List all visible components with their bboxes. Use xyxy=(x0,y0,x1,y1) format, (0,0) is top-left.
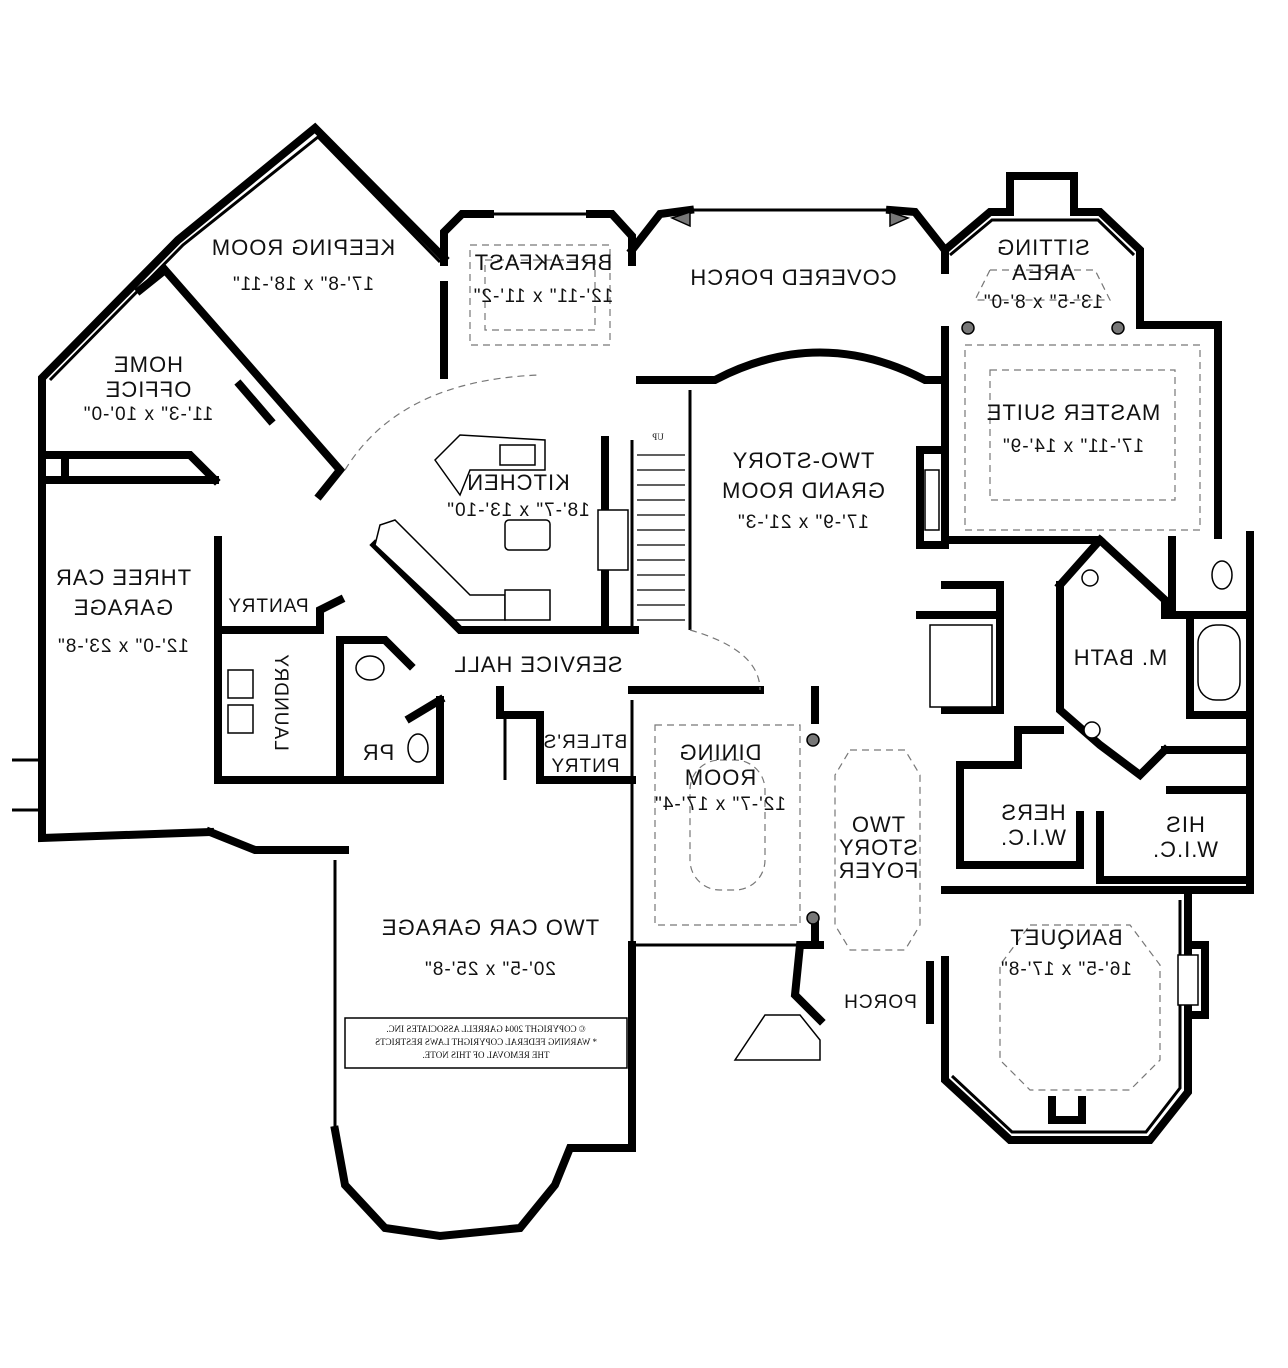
ceiling-details xyxy=(344,244,1201,1091)
dining-room-label-1: DINING xyxy=(679,740,762,765)
copyright-line-2: * WARNING FEDERAL COPYRIGHT LAWS RESTRIC… xyxy=(375,1037,597,1047)
banquet-label: BANQUET xyxy=(1009,925,1122,950)
foyer-label-3: FOYER xyxy=(838,858,919,883)
his-wic-label-1: HIS xyxy=(1165,812,1205,837)
porch-label: PORCH xyxy=(843,992,917,1013)
two-car-garage-label: TWO CAR GARAGE xyxy=(381,915,599,940)
butlers-pantry-label-2: PNTRY xyxy=(550,756,619,777)
copyright-line-1: © COPYRIGHT 2004 GARRELL ASSOCIATES INC. xyxy=(386,1024,585,1034)
room-labels: KEEPING ROOM 17'-8" x 18'-11" BREAKFAST … xyxy=(55,235,1218,1069)
pr-label: PR xyxy=(362,740,395,765)
interior-walls xyxy=(38,264,1254,949)
breakfast-label: BREAKFAST xyxy=(474,250,613,275)
home-office-label-1: HOME xyxy=(113,352,183,377)
kitchen-dims: 18'-7" x 13'-10" xyxy=(446,500,589,521)
master-suite-label: MASTER SUITE xyxy=(986,400,1161,425)
pantry-label: PANTRY xyxy=(227,596,308,617)
exterior-walls xyxy=(12,122,1254,1241)
two-car-garage-dims: 20'-5" x 25'-8" xyxy=(424,959,556,980)
breakfast-dims: 12'-11" x 11'-2" xyxy=(473,286,614,307)
stair-up-label: UP xyxy=(652,432,664,442)
butlers-pantry-label-1: BTLER'S xyxy=(543,732,628,753)
foyer-label-1: TWO xyxy=(851,812,905,837)
service-hall-label: SERVICE HALL xyxy=(453,652,622,677)
covered-porch-label: COVERED PORCH xyxy=(689,265,896,290)
grand-room-label-1: TWO-STORY xyxy=(732,448,875,473)
copyright-box xyxy=(344,1017,628,1069)
home-office-dims: 11'-3" x 10'-0" xyxy=(83,404,213,425)
hers-wic-label-2: W.I.C. xyxy=(1000,825,1066,850)
fixtures xyxy=(227,210,1241,1124)
banquet-dims: 16'-5" x 17'-8" xyxy=(1000,959,1132,980)
foyer-label-2: STORY xyxy=(838,835,918,860)
master-suite-dims: 17'-11" x 14'-9" xyxy=(1002,436,1144,457)
three-car-garage-label-2: GARAGE xyxy=(73,595,173,620)
kitchen-label: KITCHEN xyxy=(466,470,570,495)
three-car-garage-label-1: THREE CAR xyxy=(55,565,191,590)
keeping-room-label: KEEPING ROOM xyxy=(211,235,395,260)
his-wic-label-2: W.I.C. xyxy=(1152,837,1218,862)
dining-room-dims: 12'-7" x 17'-4" xyxy=(654,794,786,815)
home-office-label-2: OFFICE xyxy=(105,377,192,402)
sitting-area-label-2: AREA xyxy=(1011,260,1075,285)
dining-room-label-2: ROOM xyxy=(684,765,756,790)
hers-wic-label-1: HERS xyxy=(1000,800,1065,825)
grand-room-label-2: GRAND ROOM xyxy=(721,478,885,503)
m-bath-label: M. BATH xyxy=(1073,645,1168,670)
sitting-area-dims: 13'-5" x 8'-0" xyxy=(983,292,1103,313)
sitting-area-label-1: SITTING xyxy=(996,235,1090,260)
three-car-garage-dims: 12'-0" x 23'-8" xyxy=(57,636,189,657)
grand-room-dims: 17'-9" x 21'-3" xyxy=(737,512,869,533)
keeping-room-dims: 17'-8" x 18'-11" xyxy=(232,274,374,295)
laundry-label: LAUNDRY xyxy=(270,653,291,750)
copyright-line-3: THE REMOVAL OF THIS NOTE. xyxy=(422,1050,549,1060)
